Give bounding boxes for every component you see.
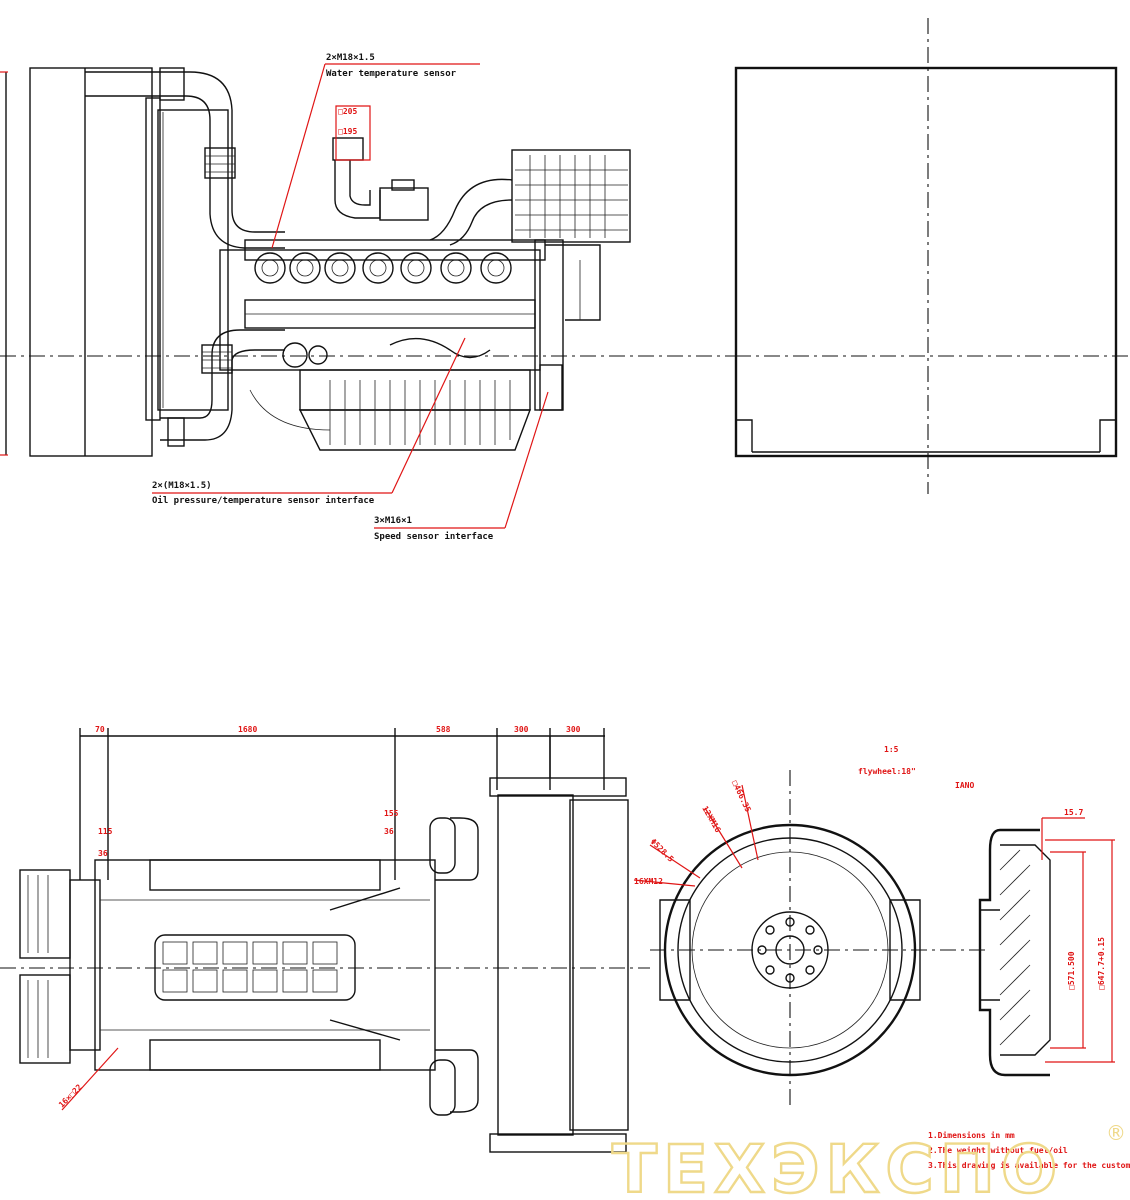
dim-36b: 36 bbox=[384, 827, 394, 836]
dim-300b: 300 bbox=[566, 725, 581, 734]
flywheel-section-view: 15.7 □571.500 □647.7+0.15 bbox=[978, 808, 1115, 1077]
dim-1680: 1680 bbox=[238, 725, 257, 734]
dim-155: 155 bbox=[384, 809, 399, 818]
drawing-notes: 1.Dimensions in mm 2.The weight without … bbox=[928, 1130, 1130, 1170]
watermark-text: ТЕХЭКСПО bbox=[612, 1131, 1063, 1200]
dim-36a: 36 bbox=[98, 849, 108, 858]
flywheel-code: IANO bbox=[955, 781, 974, 790]
flywheel-label-1: □466.35 bbox=[730, 779, 752, 814]
dim-300a: 300 bbox=[514, 725, 529, 734]
flywheel-view: 1:5 flywheel:18" IANO □466.35 12XM16 Φ52… bbox=[633, 745, 990, 1110]
callout-water-spec: 2×M18×1.5 bbox=[326, 53, 375, 63]
engine-plan-view: 70 1680 588 300 300 115 36 155 36 bbox=[0, 725, 650, 1153]
section-label-1: 15.7 bbox=[1064, 808, 1083, 817]
callout-speed-spec: 3×M16×1 bbox=[374, 516, 412, 526]
dim-16x22: 16×□22 bbox=[57, 1082, 84, 1109]
note-3: 3.This drawing is available for the cust… bbox=[928, 1160, 1130, 1170]
watermark-registered-mark: ® bbox=[1106, 1121, 1126, 1145]
dim-115: 115 bbox=[98, 827, 113, 836]
top-callouts: 2×M18×1.5 Water temperature sensor □205 … bbox=[152, 53, 549, 542]
dim-588: 588 bbox=[436, 725, 451, 734]
note-1: 1.Dimensions in mm bbox=[928, 1130, 1015, 1140]
cylinder-heads bbox=[254, 252, 512, 284]
note-2: 2.The weight without fuel/oil bbox=[928, 1145, 1068, 1155]
flywheel-scale: 1:5 bbox=[884, 745, 899, 754]
air-filter-grid bbox=[515, 155, 628, 238]
flywheel-label-2: 12XM16 bbox=[700, 805, 722, 835]
section-label-3: □647.7+0.15 bbox=[1097, 937, 1106, 990]
manifold-cells bbox=[162, 941, 338, 993]
pipe-mark-195: □195 bbox=[338, 127, 357, 136]
section-label-2: □571.500 bbox=[1067, 951, 1076, 990]
callout-water-desc: Water temperature sensor bbox=[326, 69, 457, 79]
flywheel-label-3: Φ528.5 bbox=[649, 837, 676, 864]
callout-oil-spec: 2×(M18×1.5) bbox=[152, 481, 212, 491]
callout-oil-desc: Oil pressure/temperature sensor interfac… bbox=[152, 495, 375, 506]
watermark-logo: ТЕХЭКСПО ® bbox=[611, 1121, 1126, 1200]
flywheel-note: flywheel:18" bbox=[858, 767, 916, 776]
flywheel-label-4: 16XM12 bbox=[634, 877, 663, 886]
callout-speed-desc: Speed sensor interface bbox=[374, 531, 494, 542]
oil-pan-ribs bbox=[329, 380, 511, 445]
pipe-mark-205: □205 bbox=[338, 107, 357, 116]
section-hatch bbox=[999, 849, 1031, 1046]
dim-70: 70 bbox=[95, 725, 105, 734]
engine-side-view bbox=[0, 67, 735, 457]
engine-end-view bbox=[734, 18, 1130, 494]
plan-air-filter-ribs bbox=[27, 875, 49, 1058]
